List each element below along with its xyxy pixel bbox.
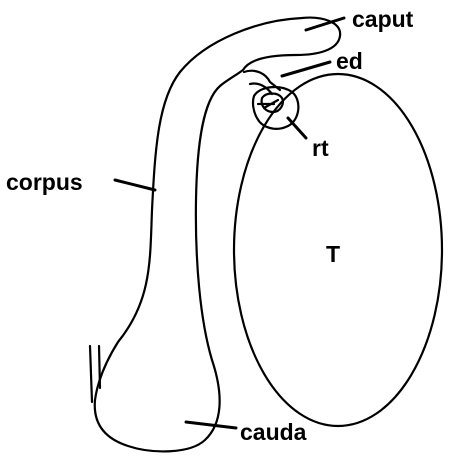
- epididymis-outline: [95, 18, 340, 452]
- corpus-leader-line: [115, 180, 155, 190]
- cauda-label: cauda: [240, 419, 307, 445]
- corpus-label: corpus: [6, 169, 83, 195]
- rt-leader-line: [288, 118, 306, 138]
- ed-label: ed: [336, 48, 363, 74]
- caput-label: caput: [352, 6, 414, 32]
- ed-leader-line: [282, 62, 330, 76]
- cauda-leader-line: [186, 422, 236, 428]
- rt-label: rt: [312, 135, 329, 161]
- testis-label: T: [326, 241, 340, 267]
